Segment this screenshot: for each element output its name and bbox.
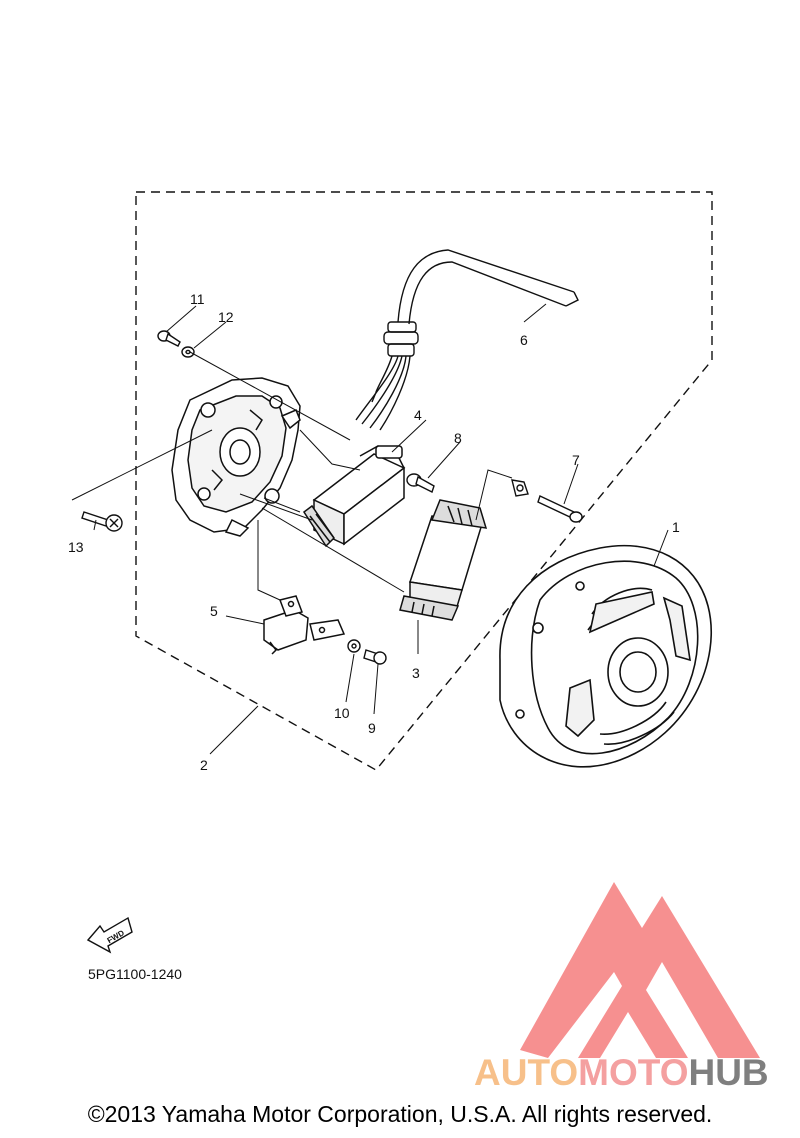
stator-assembly-boundary [135, 191, 713, 771]
automotohub-logo-icon [520, 882, 760, 1058]
callout-4: 4 [414, 407, 422, 423]
watermark-text: AUTOMOTOHUB [474, 1052, 769, 1094]
forward-arrow-icon: FWD [86, 916, 133, 954]
callout-1: 1 [672, 519, 680, 535]
callout-6: 6 [520, 332, 528, 348]
stator-base-plate [171, 377, 301, 537]
callout-13: 13 [68, 539, 84, 555]
leader-lines [93, 303, 669, 755]
copyright-notice: ©2013 Yamaha Motor Corporation, U.S.A. A… [87, 1101, 713, 1127]
lead-wire-harness [355, 249, 579, 431]
callout-12: 12 [218, 309, 234, 325]
watermark-auto: AUTO [474, 1052, 579, 1093]
callout-9: 9 [368, 720, 376, 736]
screw-11 [157, 330, 181, 347]
callout-8: 8 [454, 430, 462, 446]
callout-10: 10 [334, 705, 350, 721]
callout-2: 2 [200, 757, 208, 773]
screw-7 [511, 479, 583, 523]
lighting-coil [399, 499, 488, 621]
charging-coil [302, 445, 406, 548]
flywheel-rotor [499, 544, 712, 768]
watermark-hub: HUB [688, 1052, 769, 1093]
screw-8 [406, 473, 435, 493]
callout-7: 7 [572, 452, 580, 468]
callout-5: 5 [210, 603, 218, 619]
part-code: 5PG1100-1240 [88, 966, 182, 982]
washer-10 [347, 639, 361, 653]
pickup-coil [263, 595, 346, 655]
screw-13 [81, 511, 123, 532]
callout-3: 3 [412, 665, 420, 681]
washer-12 [181, 346, 195, 358]
assembly-guide-lines [71, 351, 513, 601]
callout-11: 11 [190, 291, 205, 307]
screw-9 [363, 649, 387, 665]
watermark-moto: MOTO [578, 1052, 689, 1093]
